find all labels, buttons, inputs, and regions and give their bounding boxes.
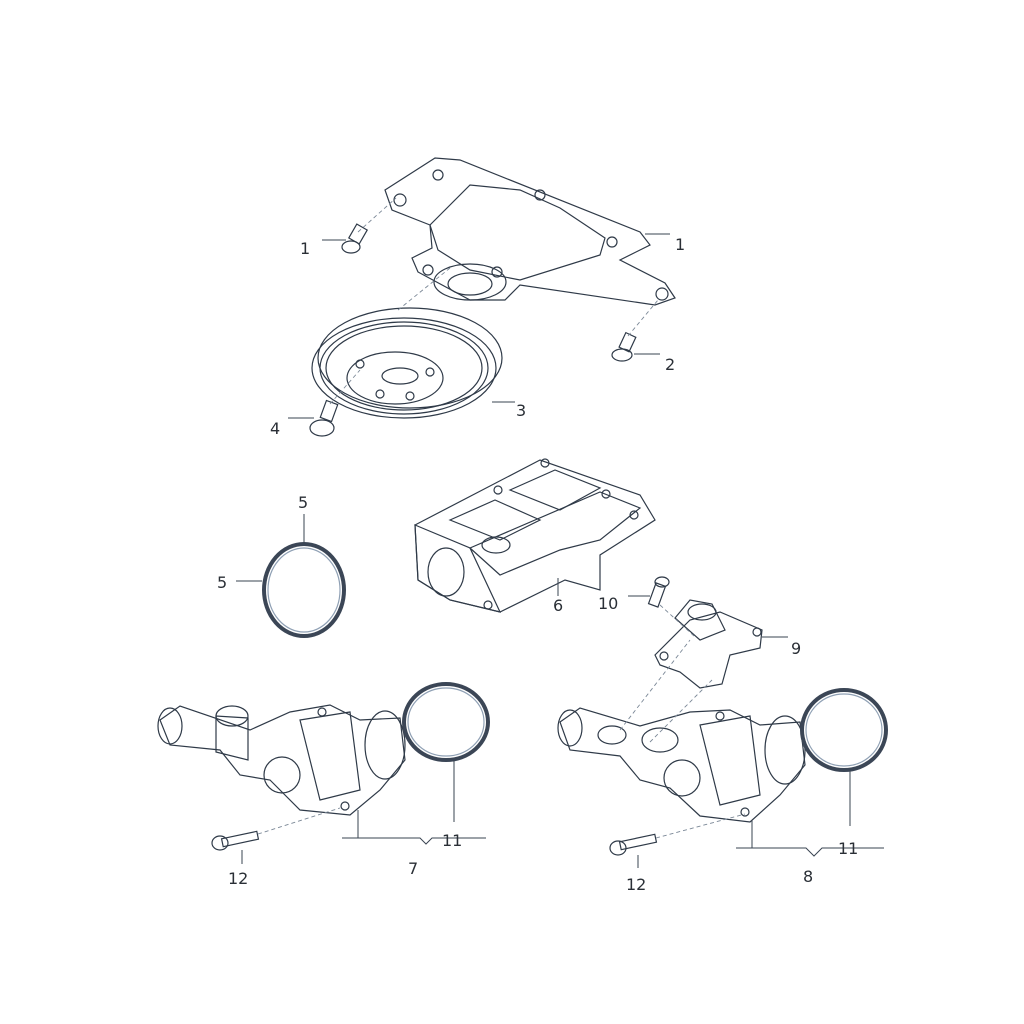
bolt-part-12-left <box>211 830 260 851</box>
housing-block-part <box>414 458 656 613</box>
o-ring-part-11-left <box>402 682 490 762</box>
thermostat-housing-part-7 <box>157 704 406 816</box>
thermostat-housing-part-8 <box>557 707 806 823</box>
coolant-flange-part-9 <box>654 599 763 689</box>
bracket-part <box>384 157 676 306</box>
callout-11-left: 11 <box>442 831 463 850</box>
callout-1-right: 1 <box>675 235 686 254</box>
bolt-part-1 <box>341 223 369 254</box>
callout-4: 4 <box>270 419 281 438</box>
callout-1-left: 1 <box>300 239 311 258</box>
callout-12-left: 12 <box>228 869 249 888</box>
callout-5-top: 5 <box>298 493 309 512</box>
callout-10: 10 <box>598 594 619 613</box>
callout-7: 7 <box>408 859 419 878</box>
bolt-part-4 <box>309 399 339 437</box>
callout-12-right: 12 <box>626 875 647 894</box>
callout-3: 3 <box>516 401 527 420</box>
leader-lines <box>236 233 884 868</box>
pulley-part <box>311 307 503 419</box>
bolt-part-2 <box>611 331 637 362</box>
bolt-part-10 <box>647 576 670 608</box>
callout-6: 6 <box>553 596 564 615</box>
callout-5-left: 5 <box>217 573 228 592</box>
bolt-part-12-right <box>609 833 658 856</box>
callout-9: 9 <box>791 639 802 658</box>
callout-8: 8 <box>803 867 814 886</box>
o-ring-part-5 <box>262 542 346 638</box>
callout-2: 2 <box>665 355 676 374</box>
callout-11-right: 11 <box>838 839 859 858</box>
o-ring-part-11-right <box>800 688 888 772</box>
